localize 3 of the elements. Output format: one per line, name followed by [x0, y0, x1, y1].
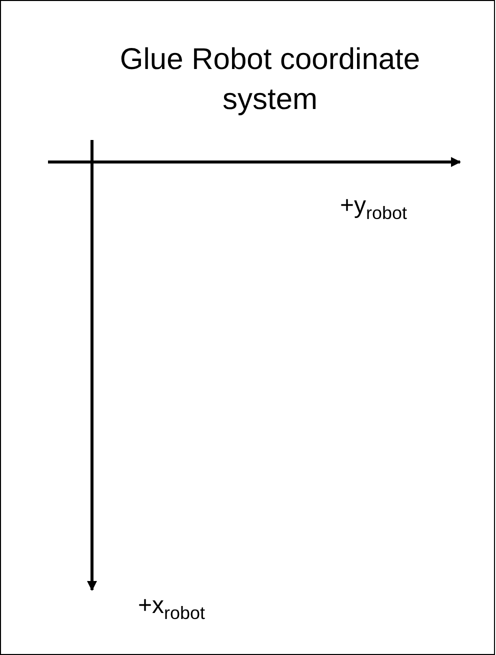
diagram-title: Glue Robot coordinate system — [118, 42, 422, 118]
axis-label: +y$_{robot}$ — [340, 192, 408, 224]
axis-label: +x$_{robot}$ — [138, 592, 206, 624]
